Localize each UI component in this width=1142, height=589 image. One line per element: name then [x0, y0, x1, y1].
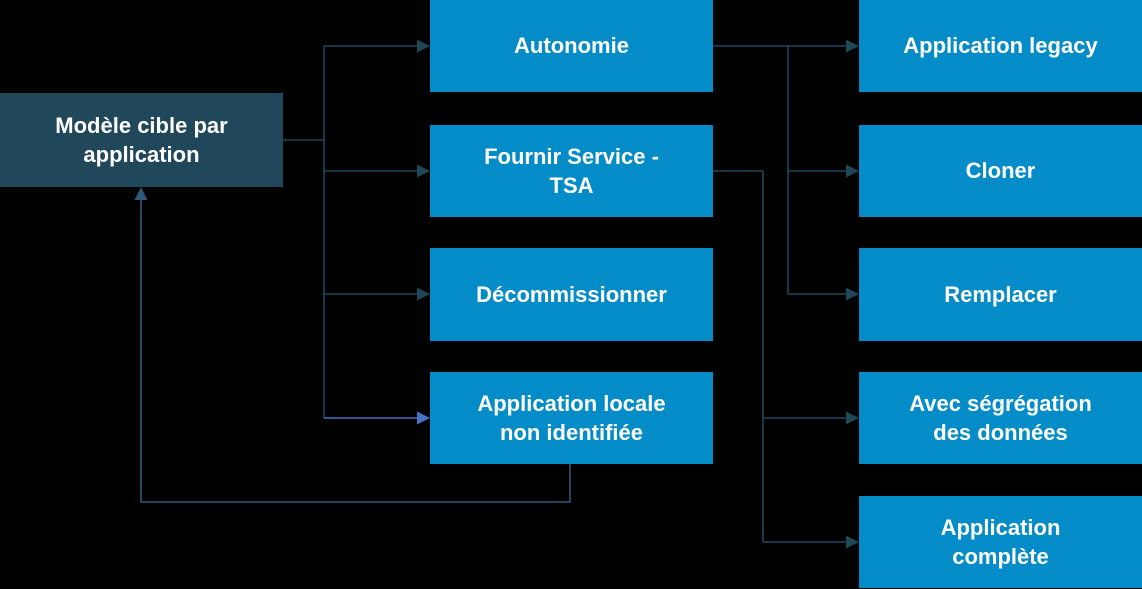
node-avec-segregation: Avec ségrégation des données: [859, 372, 1142, 464]
node-application-locale: Application locale non identifiée: [430, 372, 713, 464]
node-application-legacy: Application legacy: [859, 0, 1142, 92]
node-decommissionner: Décommissionner: [430, 248, 713, 341]
connector-autonomie-branch: [713, 39, 859, 301]
node-remplacer: Remplacer: [859, 248, 1142, 341]
node-autonomie: Autonomie: [430, 0, 713, 92]
node-label: Autonomie: [514, 33, 629, 59]
node-label: Application complète: [940, 514, 1061, 569]
node-application-complete: Application complète: [859, 496, 1142, 588]
node-label: Application locale non identifiée: [477, 390, 666, 445]
node-label: Application legacy: [903, 33, 1098, 59]
node-label: Décommissionner: [476, 281, 667, 307]
node-label: Modèle cible par application: [55, 112, 228, 167]
connector-root-branch: [283, 39, 430, 418]
node-label: Cloner: [965, 158, 1036, 184]
node-fournir-service-tsa: Fournir Service - TSA: [430, 125, 713, 217]
connector-highlight-app-locale: [324, 411, 430, 425]
node-modele-cible: Modèle cible par application: [0, 93, 283, 187]
node-label: Remplacer: [944, 281, 1057, 307]
node-cloner: Cloner: [859, 125, 1142, 217]
node-label: Avec ségrégation des données: [909, 390, 1092, 445]
connector-fournir-branch: [713, 170, 859, 549]
node-label: Fournir Service - TSA: [484, 143, 659, 198]
